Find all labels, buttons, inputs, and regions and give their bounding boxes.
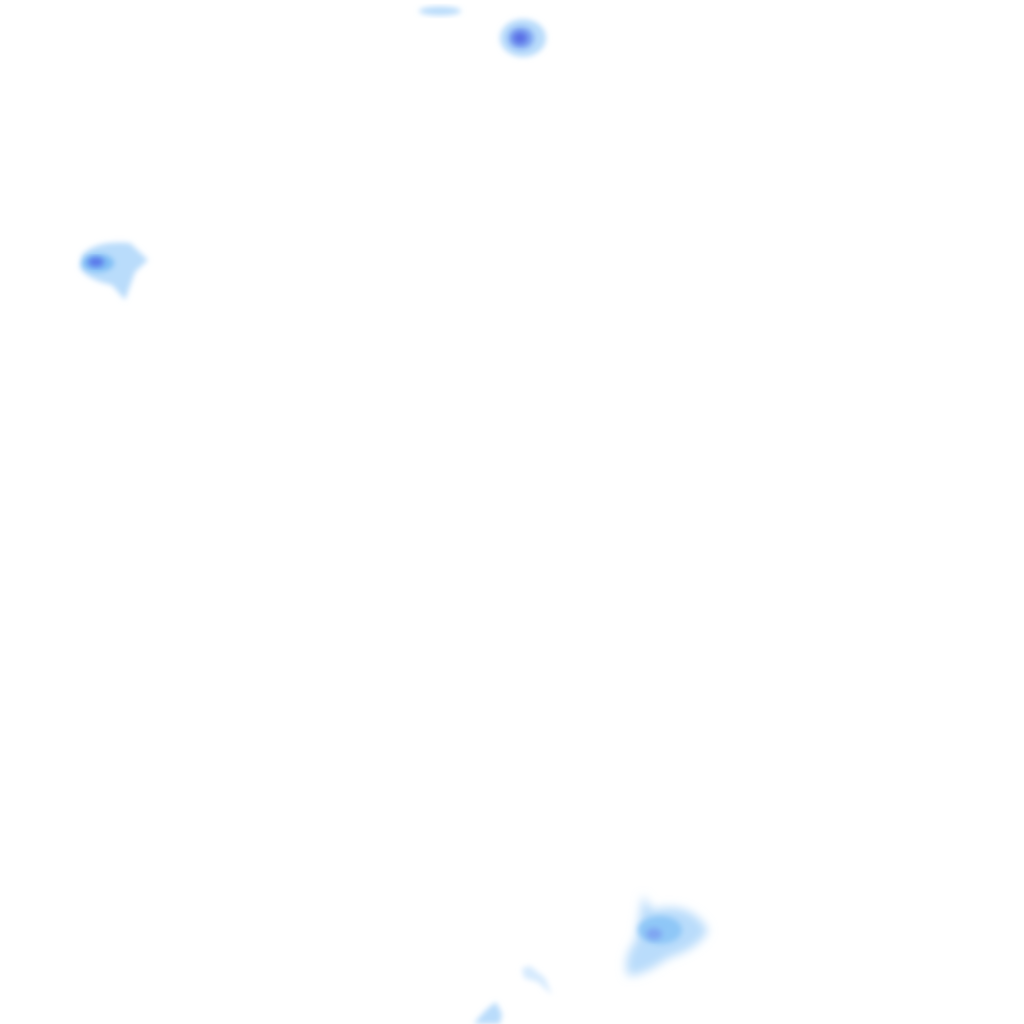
precip-cell-bottom-right (626, 895, 708, 976)
precip-cell-bottom-edge (474, 1002, 502, 1024)
precip-cell-bottom-fleck (522, 966, 552, 995)
precip-cell-top-blob (500, 19, 546, 57)
precip-cell-top-sliver (419, 6, 461, 16)
precip-cell-left (80, 242, 148, 300)
